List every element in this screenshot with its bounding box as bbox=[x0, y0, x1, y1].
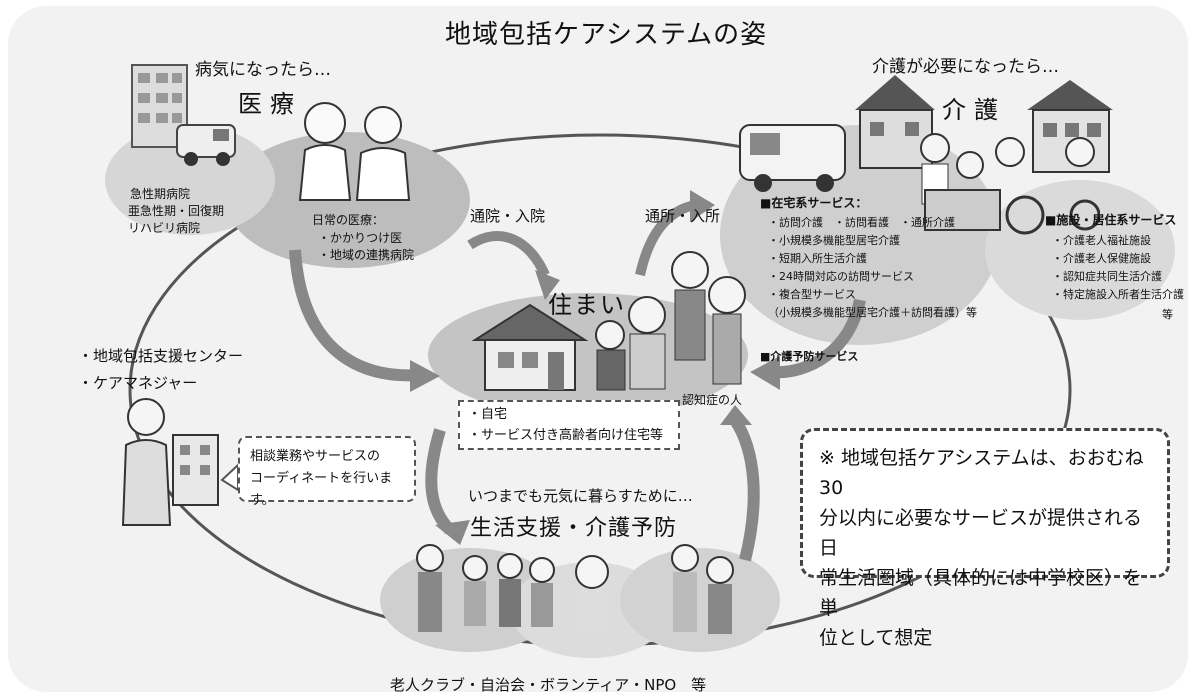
note-line-2: 分以内に必要なサービスが提供される日 bbox=[819, 507, 1143, 559]
care-heading-sub: 介護が必要になったら… bbox=[872, 57, 1059, 77]
care-van-icon bbox=[739, 124, 846, 192]
arrow-to-care bbox=[635, 200, 697, 277]
doctor-nurse-icon bbox=[298, 102, 411, 201]
housing-item-1: ・自宅 bbox=[468, 407, 508, 422]
house-icon bbox=[471, 303, 589, 391]
facility-2: ・介護老人保健施設 bbox=[1052, 252, 1151, 265]
housing-box: ・自宅 ・サービス付き高齢者向け住宅等 bbox=[458, 400, 680, 450]
callout-line-2: コーディネートを行います。 bbox=[250, 471, 393, 508]
life-support-sub: いつまでも元気に暮らすために… bbox=[468, 487, 693, 505]
life-support-footer: 老人クラブ・自治会・ボランティア・NPO 等 bbox=[390, 676, 707, 694]
life-support-heading: 生活支援・介護予防 bbox=[470, 516, 678, 541]
arrow-from-medical bbox=[289, 249, 421, 382]
support-ellipse-right bbox=[620, 548, 780, 652]
arrow-to-support-head bbox=[435, 520, 470, 545]
housing-heading: 住まい bbox=[548, 291, 626, 319]
support-center-label: ・地域包括支援センター bbox=[78, 347, 244, 365]
home-service-5: ・複合型サービス bbox=[768, 288, 856, 301]
medical-heading: 医療 bbox=[238, 90, 302, 118]
care-manager-icon bbox=[121, 398, 219, 526]
facility-3: ・認知症共同生活介護 bbox=[1052, 270, 1162, 283]
arrow-to-medical-head bbox=[535, 270, 560, 300]
dementia-label: 認知症の人 bbox=[682, 393, 743, 407]
home-service-heading: ■在宅系サービス： bbox=[760, 196, 868, 210]
arrow-from-support-head bbox=[720, 405, 752, 425]
care-home-building-icon bbox=[855, 75, 935, 169]
day-service-label: 通所・入所 bbox=[645, 207, 721, 225]
note-line-3: 常生活圏域（具体的には中学校区）を単 bbox=[819, 567, 1143, 619]
hospital-item-1: 急性期病院 bbox=[130, 187, 191, 201]
daily-medical-heading: 日常の医療： bbox=[312, 213, 385, 227]
care-manager-label: ・ケアマネジャー bbox=[78, 374, 198, 392]
hospital-item-2: 亜急性期・回復期 bbox=[128, 204, 225, 218]
facility-ellipse bbox=[985, 180, 1175, 320]
note-line-4: 位として想定 bbox=[819, 627, 933, 649]
community-people-icon bbox=[416, 544, 734, 634]
hospital-visit-label: 通院・入院 bbox=[470, 207, 546, 225]
daily-medical-item-2: ・地域の連携病院 bbox=[318, 248, 415, 262]
arrow-from-care bbox=[769, 298, 866, 379]
facility-heading: ■施設・居住系サービス bbox=[1045, 213, 1177, 227]
callout-pointer bbox=[220, 462, 239, 492]
ambulance-icon bbox=[176, 124, 236, 166]
facility-1: ・介護老人福祉施設 bbox=[1052, 234, 1151, 247]
arrow-to-care-head bbox=[690, 190, 715, 222]
daily-medical-item-1: ・かかりつけ医 bbox=[318, 231, 403, 245]
facility-4: ・特定施設入所者生活介護 bbox=[1052, 288, 1184, 301]
home-service-3: ・短期入所生活介護 bbox=[768, 252, 867, 265]
home-service-6: （小規模多機能型居宅介護＋訪問看護）等 bbox=[768, 306, 977, 319]
consultation-callout: 相談業務やサービスの コーディネートを行います。 bbox=[238, 436, 416, 508]
home-service-1: ・訪問介護 ・訪問看護 ・通所介護 bbox=[768, 216, 955, 229]
caregivers-wheelchair-icon bbox=[920, 133, 1100, 235]
diagram-title: 地域包括ケアシステムの姿 bbox=[445, 20, 768, 50]
facility-etc: 等 bbox=[1162, 308, 1173, 321]
family-elderly-icon bbox=[595, 251, 746, 391]
housing-item-2: ・サービス付き高齢者向け住宅等 bbox=[468, 428, 664, 443]
care-heading: 介護 bbox=[942, 96, 1006, 124]
medical-heading-sub: 病気になったら… bbox=[195, 60, 331, 80]
system-note: ※ 地域包括ケアシステムは、おおむね30 分以内に必要なサービスが提供される日 … bbox=[800, 428, 1170, 649]
arrow-from-support bbox=[729, 416, 760, 562]
prevention-service: ■介護予防サービス bbox=[760, 350, 859, 363]
callout-line-1: 相談業務やサービスの bbox=[250, 449, 381, 464]
arrow-from-care-head bbox=[750, 356, 780, 390]
arrow-from-medical-head bbox=[410, 360, 440, 392]
home-service-4: ・24時間対応の訪問サービス bbox=[768, 270, 914, 283]
note-line-1: ※ 地域包括ケアシステムは、おおむね30 bbox=[819, 447, 1144, 499]
arrow-to-medical bbox=[467, 231, 550, 278]
home-service-2: ・小規模多機能型居宅介護 bbox=[768, 234, 900, 247]
arrow-to-support bbox=[425, 428, 455, 535]
hospital-item-3: リハビリ病院 bbox=[128, 221, 201, 235]
